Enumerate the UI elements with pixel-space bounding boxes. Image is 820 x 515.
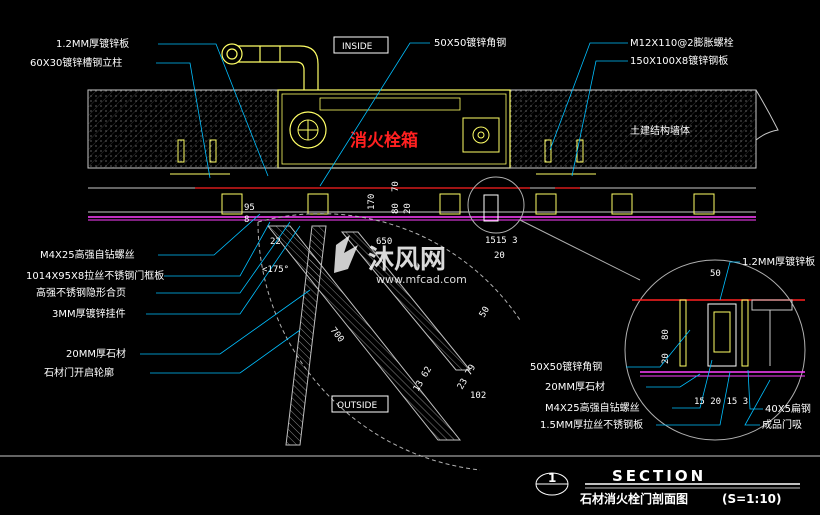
left-labels: 1.2MM厚镀锌板 60X30镀锌槽钢立柱 M4X25高强自钻螺丝 1014X9… — [26, 37, 164, 379]
label-channel-post: 60X30镀锌槽钢立柱 — [30, 56, 122, 69]
title-name: 石材消火栓门剖面图 — [579, 491, 688, 506]
svg-text:1515 3: 1515 3 — [485, 236, 518, 246]
detail-link — [519, 219, 641, 281]
hydrant-box-label: 消火栓箱 — [350, 130, 418, 151]
title-number: 1 — [548, 471, 556, 485]
door-hinge-post — [483, 194, 499, 222]
label-door-frame-plate: 1014X95X8拉丝不锈钢门框板 — [26, 269, 164, 282]
label-anchor-bolt: M12X110@2膨胀螺栓 — [630, 36, 734, 49]
svg-text:102: 102 — [470, 391, 486, 401]
svg-text:650: 650 — [376, 237, 392, 247]
left-leaders — [140, 43, 311, 374]
svg-text:20: 20 — [403, 203, 413, 214]
label-angle-steel: 50X50镀锌角钢 — [434, 36, 506, 49]
detail-contents — [632, 299, 805, 377]
detail-labels: 1.2MM厚镀锌板 50X50镀锌角钢 20MM厚石材 M4X25高强自钻螺丝 … — [530, 255, 815, 431]
detail-label-angle-steel: 50X50镀锌角钢 — [530, 360, 602, 373]
svg-text:700: 700 — [328, 326, 346, 345]
label-steel-plate: 150X100X8镀锌钢板 — [630, 54, 728, 67]
svg-text:OUTSIDE: OUTSIDE — [337, 401, 377, 411]
svg-text:50: 50 — [710, 269, 721, 279]
detail-label-stone: 20MM厚石材 — [545, 380, 605, 393]
detail-leaders — [626, 261, 771, 426]
top-leaders — [319, 42, 628, 187]
watermark: 沐风网 www.mfcad.com — [334, 235, 467, 286]
steel-frame — [88, 167, 756, 213]
dimensions: 95 8 22 650 <175° 700 170 70 80 20 1515 … — [244, 181, 748, 407]
label-door-outline: 石材门开启轮廓 — [44, 366, 114, 379]
svg-text:INSIDE: INSIDE — [342, 42, 373, 52]
hydrant-box — [277, 89, 511, 169]
svg-text:20: 20 — [494, 251, 505, 261]
top-labels: 50X50镀锌角钢 M12X110@2膨胀螺栓 150X100X8镀锌钢板 土建… — [434, 36, 734, 137]
detail-label-ss-plate: 1.5MM厚拉丝不锈钢板 — [540, 418, 643, 431]
stone-door-open — [266, 225, 472, 446]
svg-text:50: 50 — [478, 305, 492, 319]
title-block: 1 SECTION 石材消火栓门剖面图 (S=1:10) — [535, 467, 800, 506]
inside-marker: INSIDE — [333, 36, 389, 54]
svg-text:8: 8 — [244, 215, 249, 225]
svg-text:80: 80 — [391, 203, 401, 214]
detail-callout-large — [624, 259, 806, 441]
svg-text:15 20 15 3: 15 20 15 3 — [694, 397, 748, 407]
label-galv-plate: 1.2MM厚镀锌板 — [56, 37, 129, 50]
detail-label-door-stop: 成品门吸 — [762, 418, 802, 431]
detail-label-galv-plate: 1.2MM厚镀锌板 — [742, 255, 815, 268]
detail-label-flat-steel: 40X5扁钢 — [765, 402, 811, 415]
svg-text:20: 20 — [661, 353, 671, 364]
svg-text:22: 22 — [270, 237, 281, 247]
svg-text:13 62: 13 62 — [412, 365, 434, 393]
svg-text:70: 70 — [391, 181, 401, 192]
hydrant-pipe — [221, 43, 319, 90]
svg-text:80: 80 — [661, 329, 671, 340]
watermark-brand: 沐风网 — [368, 245, 446, 275]
detail-label-screw: M4X25高强自钻螺丝 — [545, 401, 640, 414]
title-scale: (S=1:10) — [722, 492, 782, 506]
watermark-url: www.mfcad.com — [376, 273, 467, 286]
label-hidden-hinge: 高强不锈钢隐形合页 — [36, 286, 126, 299]
title-section: SECTION — [612, 467, 706, 485]
svg-text:170: 170 — [367, 194, 377, 210]
label-self-drill-screw: M4X25高强自钻螺丝 — [40, 248, 135, 261]
detail-callout-small — [467, 176, 525, 234]
door-swing — [257, 213, 521, 471]
label-wall: 土建结构墙体 — [630, 124, 690, 137]
svg-text:<175°: <175° — [262, 265, 289, 275]
label-galv-hanger: 3MM厚镀锌挂件 — [52, 307, 126, 320]
stone-clips — [221, 193, 715, 215]
outside-marker: OUTSIDE — [331, 395, 389, 413]
label-stone: 20MM厚石材 — [66, 347, 126, 360]
svg-text:95: 95 — [244, 203, 255, 213]
